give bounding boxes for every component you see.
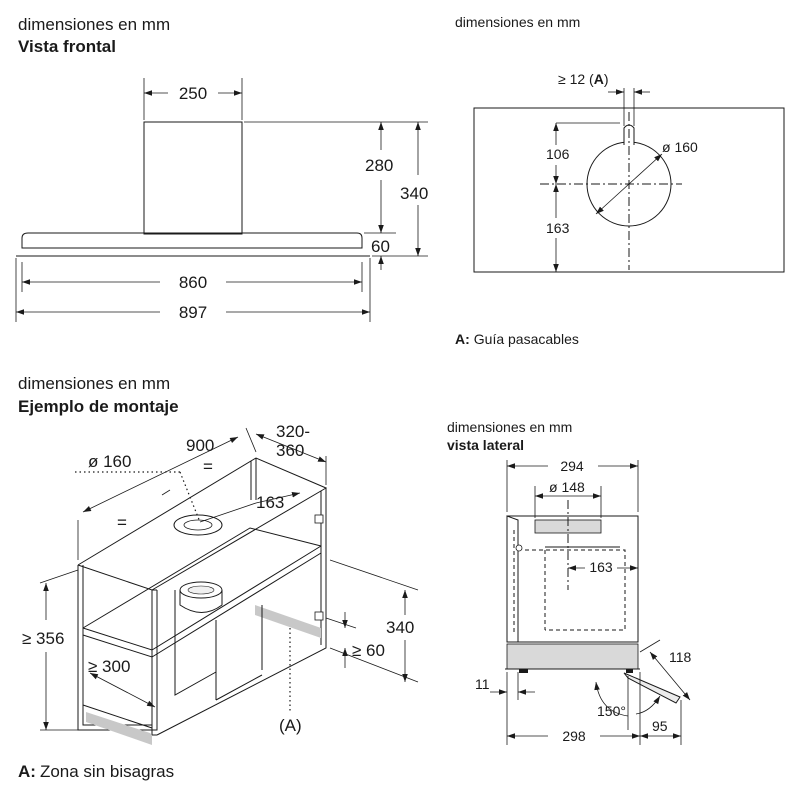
side-units-label: dimensiones en mm bbox=[447, 419, 572, 435]
mounting-legend-text: Zona sin bisagras bbox=[40, 762, 174, 781]
mounting-dim-340: 340 bbox=[386, 618, 414, 637]
front-dim-60: 60 bbox=[371, 237, 390, 256]
cabinet-shelf-upper bbox=[82, 545, 322, 651]
front-dim-340: 340 bbox=[400, 184, 428, 203]
mounting-view: dimensiones en mm Ejemplo de montaje bbox=[18, 374, 419, 781]
mounting-dim-300: ≥ 300 bbox=[88, 657, 130, 676]
mounting-units-label: dimensiones en mm bbox=[18, 374, 170, 393]
cutout-units-label: dimensiones en mm bbox=[455, 14, 580, 30]
mounting-dim-163: 163 bbox=[256, 493, 284, 512]
side-dim-163: 163 bbox=[589, 559, 613, 575]
mounting-legend-key: A: bbox=[18, 762, 36, 781]
side-title: vista lateral bbox=[447, 437, 524, 453]
front-dim-860: 860 bbox=[179, 273, 207, 292]
hinge-free-zone-bottom bbox=[86, 712, 152, 745]
mounting-dim-900: 900 bbox=[186, 436, 214, 455]
cutout-legend-key: A: bbox=[455, 331, 470, 347]
side-dim-95: 95 bbox=[652, 718, 668, 734]
side-canopy bbox=[506, 643, 639, 670]
mounting-ref-a: (A) bbox=[279, 716, 302, 735]
mounting-dim-diameter: ø 160 bbox=[88, 452, 131, 471]
side-dim-298: 298 bbox=[562, 728, 586, 744]
mounting-equal-left: = bbox=[117, 513, 127, 532]
side-dim-148: ø 148 bbox=[549, 479, 585, 495]
cutout-dim-163: 163 bbox=[546, 220, 570, 236]
svg-text:≥ 12 (A): ≥ 12 (A) bbox=[558, 71, 609, 87]
mounting-dim-60: ≥ 60 bbox=[352, 641, 385, 660]
cutout-dim-gap-close: ) bbox=[604, 71, 609, 87]
front-dim-250: 250 bbox=[179, 84, 207, 103]
svg-text:A:Zona sin bisagras: A:Zona sin bisagras bbox=[18, 762, 174, 781]
cutout-dim-gap-ref: A bbox=[594, 71, 604, 87]
front-title: Vista frontal bbox=[18, 37, 116, 56]
cutout-panel bbox=[473, 107, 785, 273]
side-dim-11: 11 bbox=[475, 676, 490, 692]
mounting-title: Ejemplo de montaje bbox=[18, 397, 179, 416]
cutout-dim-106: 106 bbox=[546, 146, 570, 162]
cabinet-right-side bbox=[156, 488, 327, 736]
front-chimney bbox=[143, 121, 243, 235]
side-dim-150: 150° bbox=[597, 703, 626, 719]
front-canopy bbox=[21, 232, 363, 249]
side-chimney bbox=[506, 515, 639, 643]
front-dim-897: 897 bbox=[179, 303, 207, 322]
mounting-top-hole bbox=[173, 514, 223, 536]
svg-text:A:Guía pasacables: A:Guía pasacables bbox=[455, 331, 579, 347]
mounting-equal-right: = bbox=[203, 457, 213, 476]
mounting-dim-356: ≥ 356 bbox=[22, 629, 64, 648]
front-units-label: dimensiones en mm bbox=[18, 15, 170, 34]
hinge-free-zone-right bbox=[255, 605, 321, 638]
front-view: dimensiones en mm Vista frontal 250 280 … bbox=[15, 15, 428, 322]
cutout-view: dimensiones en mm ≥ 12 (A) ø 160 106 163… bbox=[455, 14, 785, 347]
side-dim-294: 294 bbox=[560, 458, 584, 474]
cutout-dim-gap: ≥ 12 ( bbox=[558, 71, 594, 87]
mounting-dim-depth-a: 320- bbox=[276, 422, 310, 441]
cutout-dim-diameter: ø 160 bbox=[662, 139, 698, 155]
mounting-pipe bbox=[179, 581, 223, 599]
mounting-dim-depth-b: 360 bbox=[276, 441, 304, 460]
side-dim-118: 118 bbox=[669, 649, 692, 665]
cutout-legend-text: Guía pasacables bbox=[474, 331, 579, 347]
front-dim-280: 280 bbox=[365, 156, 393, 175]
side-view: dimensiones en mm vista lateral 294 ø 14… bbox=[447, 419, 692, 745]
